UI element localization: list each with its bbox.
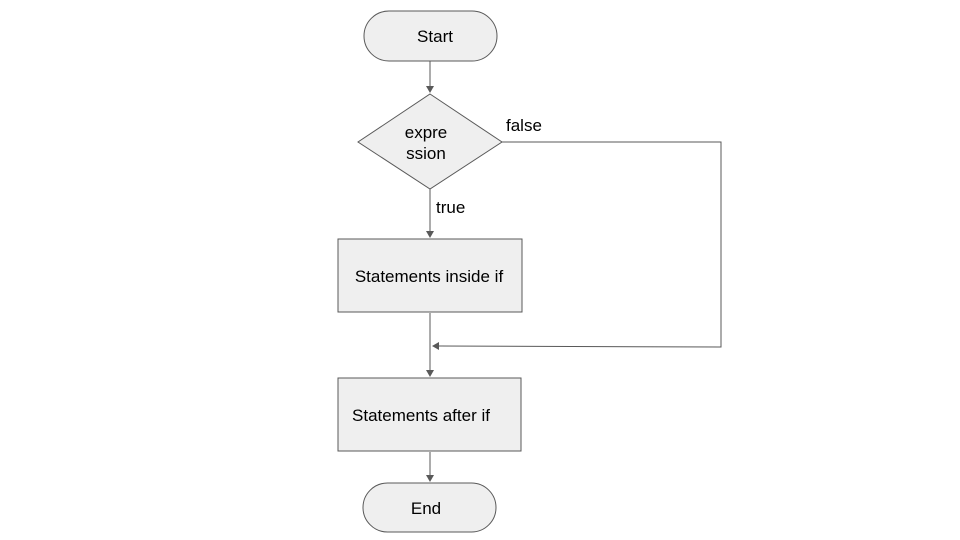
connector-decision-true bbox=[426, 189, 434, 238]
connector-decision-false bbox=[432, 141, 722, 350]
if-body-label: Statements inside if bbox=[355, 267, 504, 286]
false-edge-label: false bbox=[506, 116, 542, 135]
decision-label-line2: ssion bbox=[406, 144, 446, 163]
decision-node: expre ssion bbox=[357, 93, 503, 190]
end-label: End bbox=[411, 499, 441, 518]
end-node: End bbox=[362, 482, 497, 533]
start-node: Start bbox=[363, 10, 498, 62]
start-label: Start bbox=[417, 27, 453, 46]
connector-if-body-to-after bbox=[426, 313, 434, 377]
true-edge-label: true bbox=[436, 198, 465, 217]
if-body-node: Statements inside if bbox=[337, 238, 523, 313]
after-if-node: Statements after if bbox=[337, 377, 522, 452]
decision-label-line1: expre bbox=[405, 123, 448, 142]
connector-start-to-decision bbox=[426, 61, 434, 93]
after-if-label: Statements after if bbox=[352, 406, 490, 425]
connector-after-to-end bbox=[426, 452, 434, 482]
